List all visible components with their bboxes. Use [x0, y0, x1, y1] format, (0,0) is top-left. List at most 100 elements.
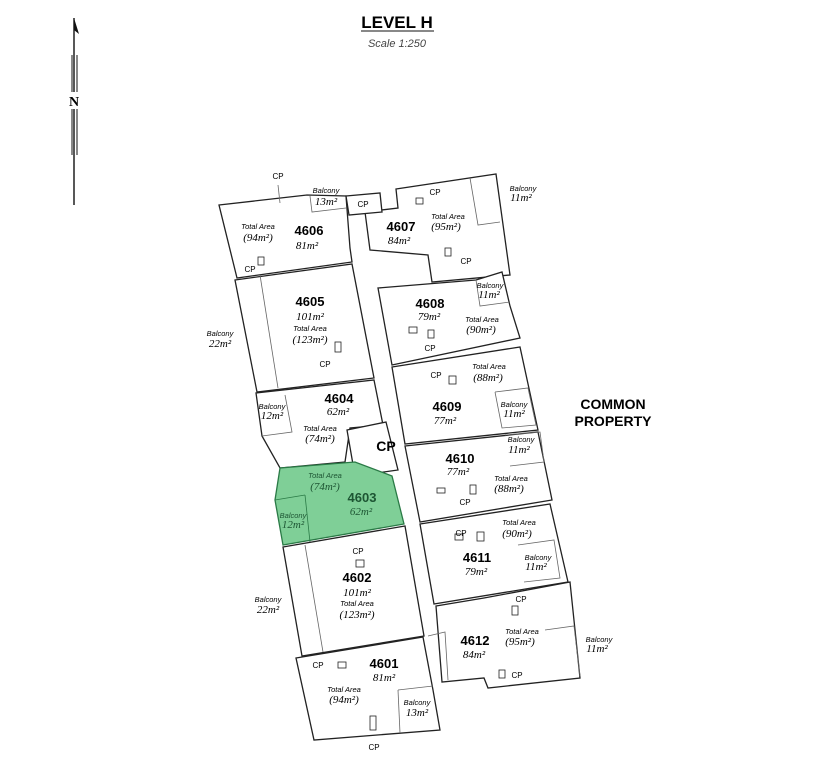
unit-number: 4609	[433, 399, 462, 414]
balcony-label: Balcony	[586, 635, 614, 644]
total-area: (95m²)	[505, 636, 535, 648]
unit-number: 4612	[461, 633, 490, 648]
unit-number: 4602	[343, 570, 372, 585]
total-area-label: Total Area	[308, 471, 342, 480]
total-area: (95m²)	[431, 221, 461, 233]
balcony-area: 12m²	[261, 410, 284, 422]
total-area: (90m²)	[466, 324, 496, 336]
cp-label: CP	[460, 257, 471, 266]
unit-4607	[345, 173, 511, 283]
unit-4603	[274, 461, 405, 546]
balcony-area: 22m²	[209, 338, 232, 350]
unit-number: 4601	[370, 656, 399, 671]
cp-markers	[257, 197, 519, 731]
balcony-area: 13m²	[315, 196, 338, 208]
internal-area: 79m²	[465, 566, 488, 578]
balcony-label: Balcony	[313, 186, 341, 195]
balcony-area: 12m²	[282, 519, 305, 531]
total-area-label: Total Area	[502, 518, 536, 527]
balcony-area: 11m²	[478, 289, 500, 301]
cp-label: CP	[368, 743, 379, 752]
total-area-label: Total Area	[293, 324, 327, 333]
balcony-area: 11m²	[503, 408, 525, 420]
unit-4601	[295, 636, 441, 741]
balcony-area: 11m²	[508, 444, 530, 456]
balcony-label: Balcony	[280, 511, 308, 520]
north-arrow-icon	[67, 18, 82, 205]
cp-label: CP	[424, 344, 435, 353]
cp-label: CP	[272, 172, 283, 181]
internal-area: 79m²	[418, 311, 441, 323]
unit-4604	[255, 379, 384, 469]
unit-4606	[218, 184, 353, 279]
total-area: (74m²)	[310, 481, 340, 493]
balcony-area: 11m²	[586, 643, 608, 655]
total-area-label: Total Area	[431, 212, 465, 221]
total-area: (123m²)	[292, 334, 327, 346]
internal-area: 84m²	[388, 235, 411, 247]
cp-label: CP	[429, 188, 440, 197]
internal-area: 62m²	[327, 406, 350, 418]
total-area-label: Total Area	[340, 599, 374, 608]
unit-number: 4605	[296, 294, 325, 309]
cp-label: CP	[352, 547, 363, 556]
cp-label: CP	[430, 371, 441, 380]
corridor-label: CP	[376, 438, 395, 454]
internal-area: 101m²	[343, 587, 371, 599]
unit-4609	[391, 346, 539, 445]
internal-area: 62m²	[350, 506, 373, 518]
balcony-label: Balcony	[207, 329, 235, 338]
internal-area: 81m²	[373, 672, 396, 684]
total-area-label: Total Area	[303, 424, 337, 433]
internal-area: 81m²	[296, 240, 319, 252]
total-area-label: Total Area	[505, 627, 539, 636]
balcony-label: Balcony	[404, 698, 432, 707]
total-area-label: Total Area	[494, 474, 528, 483]
balcony-label: Balcony	[525, 553, 553, 562]
unit-4612	[427, 581, 581, 689]
total-area: (94m²)	[243, 232, 273, 244]
unit-number: 4611	[463, 550, 491, 565]
balcony-label: Balcony	[477, 281, 505, 290]
total-area: (94m²)	[329, 694, 359, 706]
total-area-label: Total Area	[327, 685, 361, 694]
north-letter: N	[69, 95, 79, 110]
total-area-label: Total Area	[472, 362, 506, 371]
balcony-label: Balcony	[508, 435, 536, 444]
internal-area: 101m²	[296, 311, 324, 323]
page-title: LEVEL H	[361, 13, 432, 32]
cp-label: CP	[357, 200, 368, 209]
balcony-label: Balcony	[255, 595, 283, 604]
cp-label: CP	[312, 661, 323, 670]
balcony-label: Balcony	[259, 402, 287, 411]
unit-4608	[377, 271, 521, 366]
scale-label: Scale 1:250	[368, 38, 427, 50]
unit-number: 4603	[348, 490, 377, 505]
total-area: (90m²)	[502, 528, 532, 540]
internal-area: 84m²	[463, 649, 486, 661]
internal-area: 77m²	[434, 415, 457, 427]
balcony-area: 13m²	[406, 707, 429, 719]
unit-number: 4604	[325, 391, 355, 406]
total-area: (88m²)	[494, 483, 524, 495]
cp-label: CP	[511, 671, 522, 680]
unit-4610	[404, 431, 553, 523]
total-area: (88m²)	[473, 372, 503, 384]
cp-label: CP	[319, 360, 330, 369]
cp-label: CP	[244, 265, 255, 274]
balcony-label: Balcony	[501, 400, 529, 409]
balcony-area: 11m²	[510, 192, 532, 204]
unit-number: 4607	[387, 219, 416, 234]
unit-4605	[234, 263, 375, 393]
total-area: (74m²)	[305, 433, 335, 445]
common-property-label: COMMON	[580, 396, 645, 412]
cp-label: CP	[459, 498, 470, 507]
internal-area: 77m²	[447, 466, 470, 478]
balcony-area: 22m²	[257, 604, 280, 616]
unit-number: 4610	[446, 451, 475, 466]
unit-4602	[282, 525, 425, 657]
total-area-label: Total Area	[241, 222, 275, 231]
common-property-label: PROPERTY	[574, 413, 652, 429]
unit-number: 4606	[295, 223, 324, 238]
corridor-cp	[346, 421, 399, 477]
